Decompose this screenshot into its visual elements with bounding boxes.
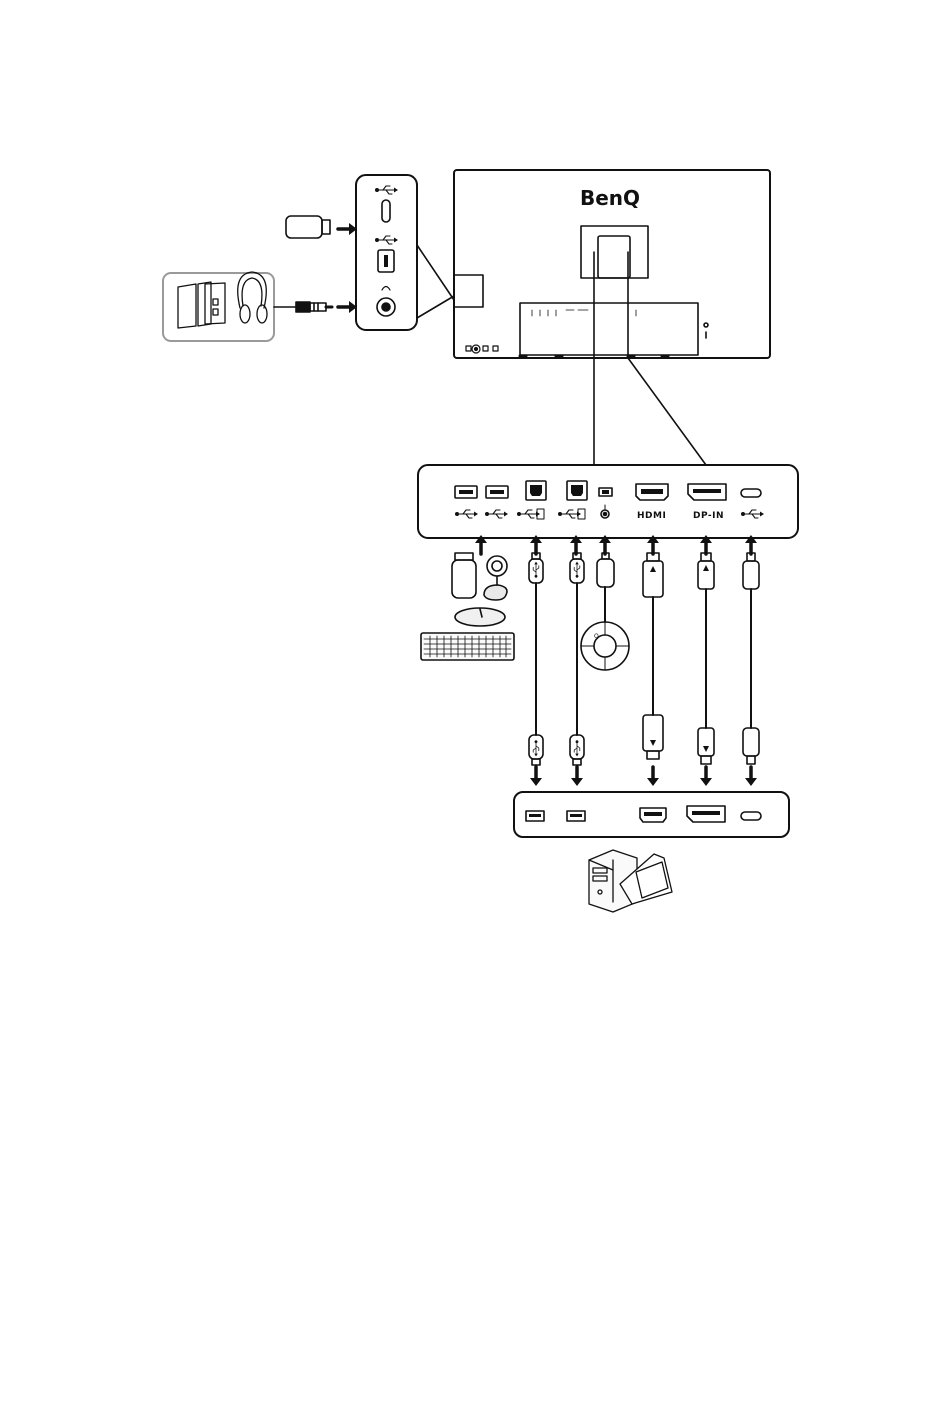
hdmi-label: HDMI	[637, 511, 666, 521]
arrow-right-icon	[338, 223, 357, 235]
displayport-cable	[698, 553, 714, 764]
usb-flash-drive-icon	[286, 216, 330, 238]
speakers-icon	[178, 282, 225, 328]
side-usb-a-port	[375, 236, 398, 272]
rear-hdmi-port: HDMI	[636, 484, 668, 521]
side-headphone-jack	[377, 287, 395, 317]
rear-usb-a-port-1	[455, 486, 478, 518]
usb-c-cable	[743, 553, 759, 764]
rear-usb-b-port-2	[558, 481, 587, 519]
rear-usb-c-port	[741, 489, 764, 518]
hdmi-cable	[643, 553, 663, 759]
side-usb-c-port	[375, 186, 398, 222]
arrow-down-icon	[700, 767, 712, 786]
usb-flash-drive-icon	[452, 553, 476, 598]
rear-hotkey-port	[599, 488, 612, 518]
computer-icon	[589, 850, 672, 912]
keyboard-icon	[421, 633, 514, 660]
brand-logo: BenQ	[580, 186, 640, 210]
mouse-icon	[455, 608, 505, 626]
pc-usb-a-port-1	[526, 811, 544, 821]
pc-hdmi-port	[640, 808, 666, 822]
pc-usb-a-port-2	[567, 811, 585, 821]
arrow-right-icon	[338, 301, 357, 313]
hotkey-puck-cable	[597, 553, 614, 622]
rear-io-callout: HDMI DP-IN	[418, 465, 798, 538]
rear-usb-a-port-2	[485, 486, 508, 518]
rear-usb-b-port-1	[517, 481, 546, 519]
rear-displayport-port: DP-IN	[688, 484, 726, 521]
arrow-down-icon	[530, 767, 542, 786]
usb-cable-2	[570, 553, 584, 765]
computer-io-panel	[514, 792, 789, 837]
webcam-icon	[484, 556, 507, 600]
arrow-down-icon	[647, 767, 659, 786]
dp-in-label: DP-IN	[693, 511, 724, 521]
hotkey-puck-icon: Q	[581, 622, 629, 670]
side-io-callout	[356, 175, 454, 330]
usb-cable-1	[529, 553, 543, 765]
arrow-down-icon	[571, 767, 583, 786]
svg-text:Q: Q	[594, 633, 599, 640]
pc-usb-c-port	[741, 812, 761, 820]
audio-devices-group	[163, 272, 274, 341]
pc-displayport-port	[687, 806, 725, 822]
arrow-down-icon	[745, 767, 757, 786]
monitor-rear: BenQ	[454, 170, 770, 358]
audio-plug-icon	[274, 302, 332, 312]
headphones-icon	[238, 272, 267, 323]
